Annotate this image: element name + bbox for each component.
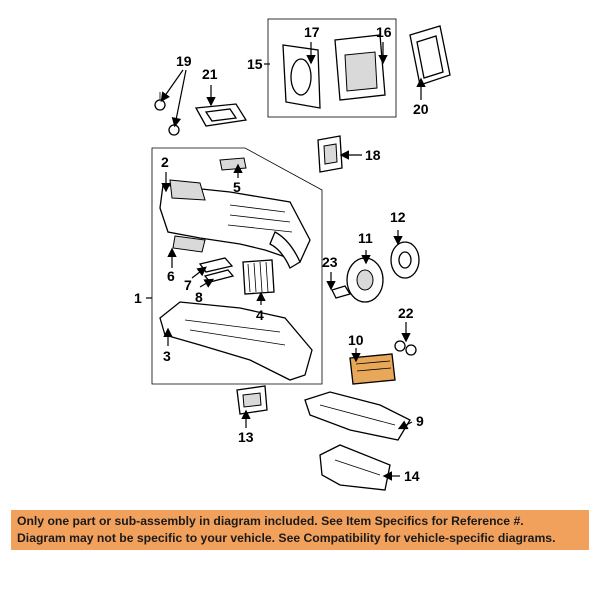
part-6-door[interactable] [172, 235, 206, 253]
callout-8: 8 [195, 289, 203, 305]
callout-4: 4 [256, 307, 264, 323]
callout-2: 2 [161, 154, 169, 170]
callout-3: 3 [163, 348, 171, 364]
part-4-core[interactable] [242, 259, 275, 295]
callout-labels: 17 16 15 20 19 21 18 2 5 6 7 8 4 1 3 12 … [134, 24, 429, 484]
part-14-duct[interactable] [319, 444, 391, 491]
part-18-bracket[interactable] [317, 135, 343, 173]
part-13-actuator[interactable] [236, 385, 268, 415]
disclaimer-line-2: Diagram may not be specific to your vehi… [17, 531, 556, 545]
callout-17: 17 [304, 24, 320, 40]
callout-13: 13 [238, 429, 254, 445]
part-10-heater-core-highlighted[interactable] [349, 353, 396, 385]
callout-12: 12 [390, 209, 406, 225]
callout-10: 10 [348, 332, 364, 348]
leader-lines [146, 42, 426, 481]
callout-16: 16 [376, 24, 392, 40]
callout-22: 22 [398, 305, 414, 321]
callout-15: 15 [247, 56, 263, 72]
callout-5: 5 [233, 179, 241, 195]
part-22-resistor[interactable] [394, 340, 417, 356]
callout-23: 23 [322, 254, 338, 270]
part-11-blower-motor[interactable] [346, 257, 384, 303]
assembly-15-frame [267, 18, 397, 118]
callout-19: 19 [176, 53, 192, 69]
disclaimer-line-1: Only one part or sub-assembly in diagram… [17, 514, 524, 528]
part-5-cap[interactable] [219, 157, 247, 171]
callout-1: 1 [134, 290, 142, 306]
callout-11: 11 [358, 230, 373, 246]
part-23-connector[interactable] [331, 285, 352, 299]
part-21-seal[interactable] [194, 103, 248, 127]
part-3-lower-case[interactable] [159, 301, 313, 381]
parts-diagram: 17 16 15 20 19 21 18 2 5 6 7 8 4 1 3 12 … [134, 18, 451, 491]
part-2-upper-case[interactable] [159, 179, 311, 269]
part-19-screws[interactable] [154, 92, 180, 136]
callout-6: 6 [167, 268, 175, 284]
part-17-gasket[interactable] [282, 44, 321, 109]
callout-9: 9 [416, 413, 424, 429]
part-20-seal[interactable] [409, 25, 451, 86]
disclaimer-banner: Only one part or sub-assembly in diagram… [11, 510, 589, 550]
part-16-housing[interactable] [334, 34, 386, 101]
callout-7: 7 [184, 277, 192, 293]
callout-20: 20 [413, 101, 429, 117]
callout-21: 21 [202, 66, 218, 82]
callout-14: 14 [404, 468, 420, 484]
assembly-1-frame [151, 147, 323, 385]
part-12-blower-wheel[interactable] [390, 241, 420, 279]
part-9-lower-housing[interactable] [304, 391, 411, 441]
callout-18: 18 [365, 147, 381, 163]
